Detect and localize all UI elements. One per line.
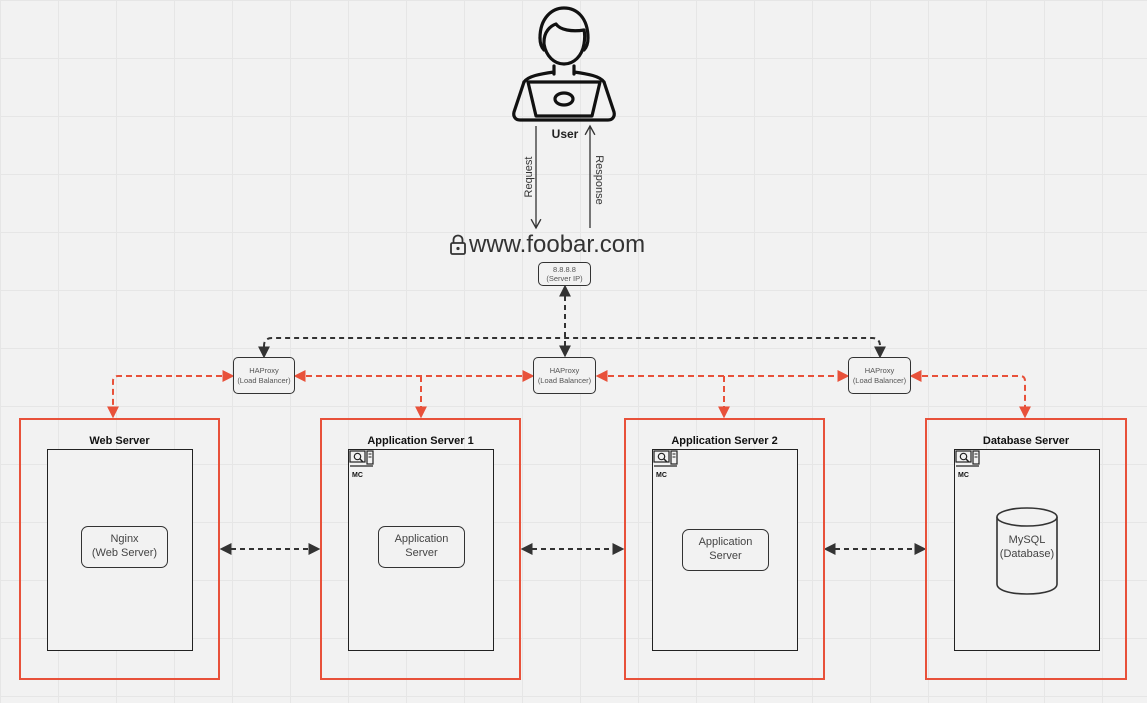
- load-balancer-3: HAProxy (Load Balancer): [848, 357, 911, 394]
- lb-role: (Load Balancer): [852, 375, 907, 385]
- web-server-box: Web Server Nginx (Web Server): [19, 418, 220, 680]
- mc-label: MC: [958, 472, 969, 479]
- lb-name: HAProxy: [549, 366, 580, 376]
- node-role: Server: [709, 550, 742, 562]
- request-label: Request: [523, 156, 535, 198]
- server-ip-label: (Server IP): [546, 274, 583, 283]
- lb1-to-web-line: [107, 370, 235, 419]
- node-role: (Web Server): [91, 547, 158, 559]
- lb-name: HAProxy: [249, 366, 279, 376]
- node-name: Application: [698, 536, 753, 549]
- lb3-to-db-line: [909, 370, 1031, 419]
- database-cylinder-icon: [996, 507, 1058, 595]
- load-balancer-1: HAProxy (Load Balancer): [233, 357, 295, 394]
- node-role: Server: [405, 547, 438, 559]
- lb-name: HAProxy: [864, 366, 895, 376]
- mc-label: MC: [656, 472, 667, 479]
- monitoring-client-badge: MC: [955, 450, 980, 480]
- user-icon: [512, 6, 616, 122]
- lb-role: (Load Balancer): [237, 375, 291, 385]
- lock-icon: [450, 234, 466, 255]
- lb-distribution-line: [258, 337, 886, 359]
- application-node: Application Server: [682, 529, 769, 571]
- database-node-label: MySQL (Database): [995, 533, 1059, 562]
- server-title: Database Server: [982, 435, 1070, 447]
- domain-name: www.foobar.com: [449, 230, 645, 260]
- monitoring-client-icon: [349, 450, 374, 467]
- node-name: Nginx: [110, 533, 139, 546]
- database-server-box: Database Server MC MySQL (Database): [925, 418, 1127, 680]
- server-title: Application Server 1: [367, 435, 474, 447]
- app-server-2-box: Application Server 2 MC Application Serv…: [624, 418, 825, 680]
- node-role: (Database): [999, 548, 1055, 561]
- server-title: Application Server 2: [671, 435, 778, 447]
- user-label: User: [551, 127, 579, 141]
- load-balancer-2: HAProxy (Load Balancer): [533, 357, 596, 394]
- server-ip-node: 8.8.8.8 (Server IP): [538, 262, 591, 286]
- monitoring-client-icon: [653, 450, 678, 467]
- nginx-node: Nginx (Web Server): [81, 526, 168, 568]
- monitoring-client-badge: MC: [653, 450, 678, 480]
- mc-label: MC: [352, 472, 363, 479]
- response-label: Response: [593, 155, 605, 205]
- lb-role: (Load Balancer): [537, 375, 592, 385]
- domain-text: www.foobar.com: [469, 231, 646, 258]
- app-server-1-box: Application Server 1 MC Application Serv…: [320, 418, 521, 680]
- monitoring-client-badge: MC: [349, 450, 374, 480]
- server-title: Web Server: [89, 435, 150, 447]
- application-node: Application Server: [378, 526, 465, 568]
- node-name: Application: [394, 533, 449, 546]
- server-ip-address: 8.8.8.8: [553, 264, 576, 274]
- node-name: MySQL: [1008, 534, 1046, 546]
- monitoring-client-icon: [955, 450, 980, 467]
